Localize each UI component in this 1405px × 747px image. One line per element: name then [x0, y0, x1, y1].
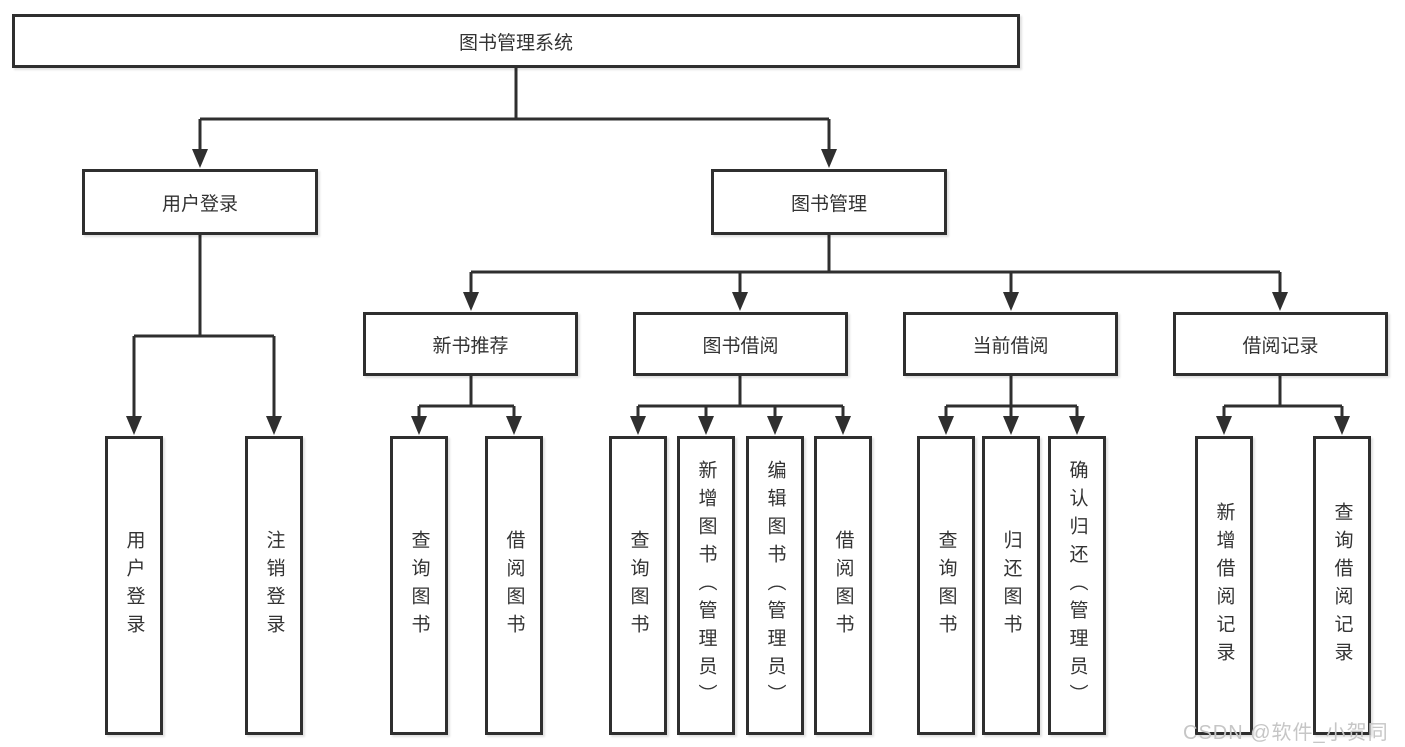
- arrow-down-icon: [821, 149, 837, 168]
- node-root-system: 图书管理系统: [12, 14, 1020, 68]
- leaf-newrec-query-books: 查询图书: [390, 436, 448, 735]
- leaf-current-confirm-return-admin: 确认归还（管理员）: [1048, 436, 1106, 735]
- connector-newrec-to-leaves: [417, 376, 516, 423]
- connector-bookborrow-to-leaves: [636, 376, 845, 423]
- arrow-down-icon: [1003, 292, 1019, 311]
- leaf-borrow-query-books: 查询图书: [609, 436, 667, 735]
- arrow-down-icon: [767, 416, 783, 435]
- watermark: CSDN @软件_小贺同学: [1183, 722, 1389, 744]
- arrow-down-icon: [1272, 292, 1288, 311]
- leaf-logout: 注销登录: [245, 436, 303, 735]
- node-borrow-records: 借阅记录: [1173, 312, 1388, 376]
- leaf-user-login: 用户登录: [105, 436, 163, 735]
- arrow-down-icon: [1003, 416, 1019, 435]
- leaf-records-add-record: 新增借阅记录: [1195, 436, 1253, 735]
- leaf-borrow-edit-books-admin: 编辑图书（管理员）: [746, 436, 804, 735]
- arrow-down-icon: [1069, 416, 1085, 435]
- connector-user-login-to-leaves: [132, 235, 276, 423]
- arrow-down-icon: [1334, 416, 1350, 435]
- connector-root-to-level2: [198, 67, 831, 156]
- arrow-down-icon: [732, 292, 748, 311]
- leaf-borrow-add-books-admin: 新增图书（管理员）: [677, 436, 735, 735]
- connector-book-mgmt-to-sections: [469, 235, 1282, 299]
- arrow-down-icon: [126, 416, 142, 435]
- leaf-borrow-borrow-books: 借阅图书: [814, 436, 872, 735]
- connector-records-to-leaves: [1222, 376, 1344, 423]
- arrow-down-icon: [630, 416, 646, 435]
- connector-currentborrow-to-leaves: [944, 376, 1079, 423]
- arrow-down-icon: [411, 416, 427, 435]
- leaf-current-return-books: 归还图书: [982, 436, 1040, 735]
- arrow-down-icon: [266, 416, 282, 435]
- arrow-down-icon: [463, 292, 479, 311]
- node-book-borrow: 图书借阅: [633, 312, 848, 376]
- arrow-down-icon: [835, 416, 851, 435]
- arrow-down-icon: [938, 416, 954, 435]
- arrow-down-icon: [1216, 416, 1232, 435]
- node-current-borrow: 当前借阅: [903, 312, 1118, 376]
- leaf-newrec-borrow-books: 借阅图书: [485, 436, 543, 735]
- node-new-book-recommend: 新书推荐: [363, 312, 578, 376]
- arrow-down-icon: [506, 416, 522, 435]
- arrow-down-icon: [698, 416, 714, 435]
- arrowheads: [126, 149, 1350, 435]
- arrow-down-icon: [192, 149, 208, 168]
- node-book-management: 图书管理: [711, 169, 947, 235]
- leaf-current-query-books: 查询图书: [917, 436, 975, 735]
- leaf-records-query-record: 查询借阅记录: [1313, 436, 1371, 735]
- node-user-login: 用户登录: [82, 169, 318, 235]
